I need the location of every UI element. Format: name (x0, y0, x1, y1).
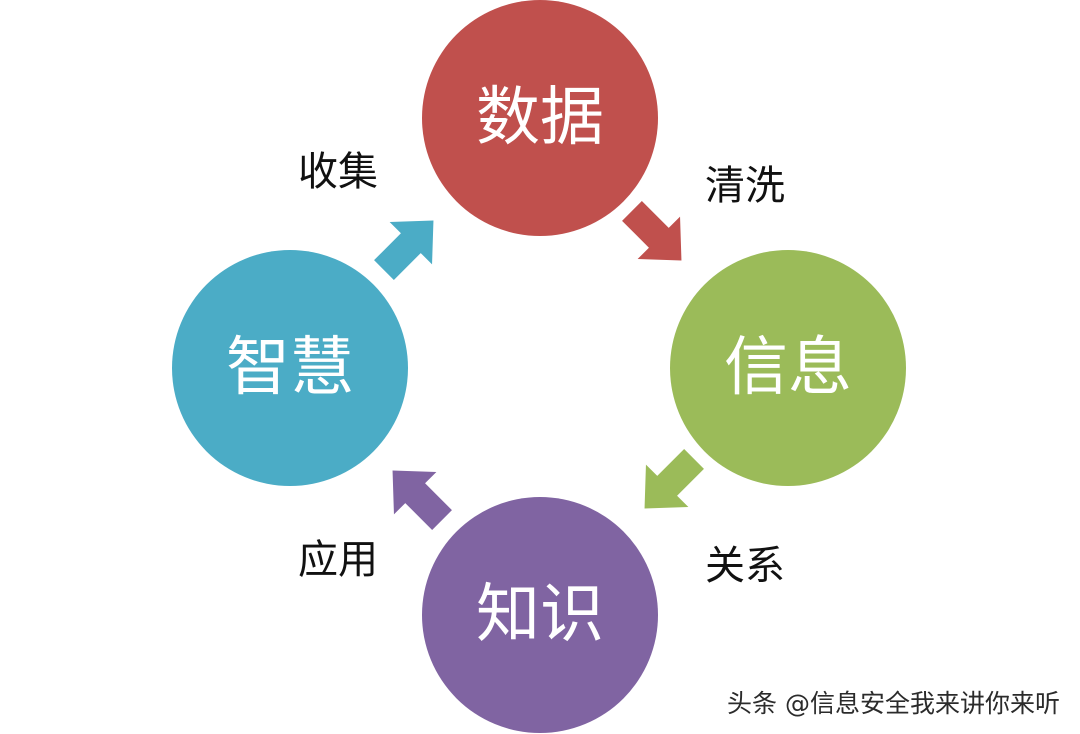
watermark: 头条 @信息安全我来讲你来听 (727, 689, 1060, 718)
edge-label-collect: 收集 (298, 149, 378, 195)
node-info-label: 信息 (724, 331, 852, 405)
edge-label-apply: 应用 (298, 537, 378, 583)
arrow-collect (374, 220, 434, 280)
arrow-clean (622, 201, 682, 261)
node-info: 信息 (670, 250, 906, 486)
arrow-collect-shape (374, 220, 434, 280)
arrow-relate (644, 449, 704, 509)
edge-label-relate: 关系 (705, 543, 785, 589)
node-data: 数据 (422, 0, 658, 236)
arrow-apply (392, 470, 452, 530)
arrow-apply-shape (392, 470, 452, 530)
node-knowledge: 知识 (422, 497, 658, 733)
arrow-relate-shape (644, 449, 704, 509)
node-data-label: 数据 (476, 81, 604, 155)
arrow-clean-shape (622, 201, 682, 261)
node-wisdom-label: 智慧 (226, 331, 354, 405)
node-wisdom: 智慧 (172, 250, 408, 486)
node-knowledge-label: 知识 (476, 578, 604, 652)
edge-label-clean: 清洗 (705, 163, 785, 209)
